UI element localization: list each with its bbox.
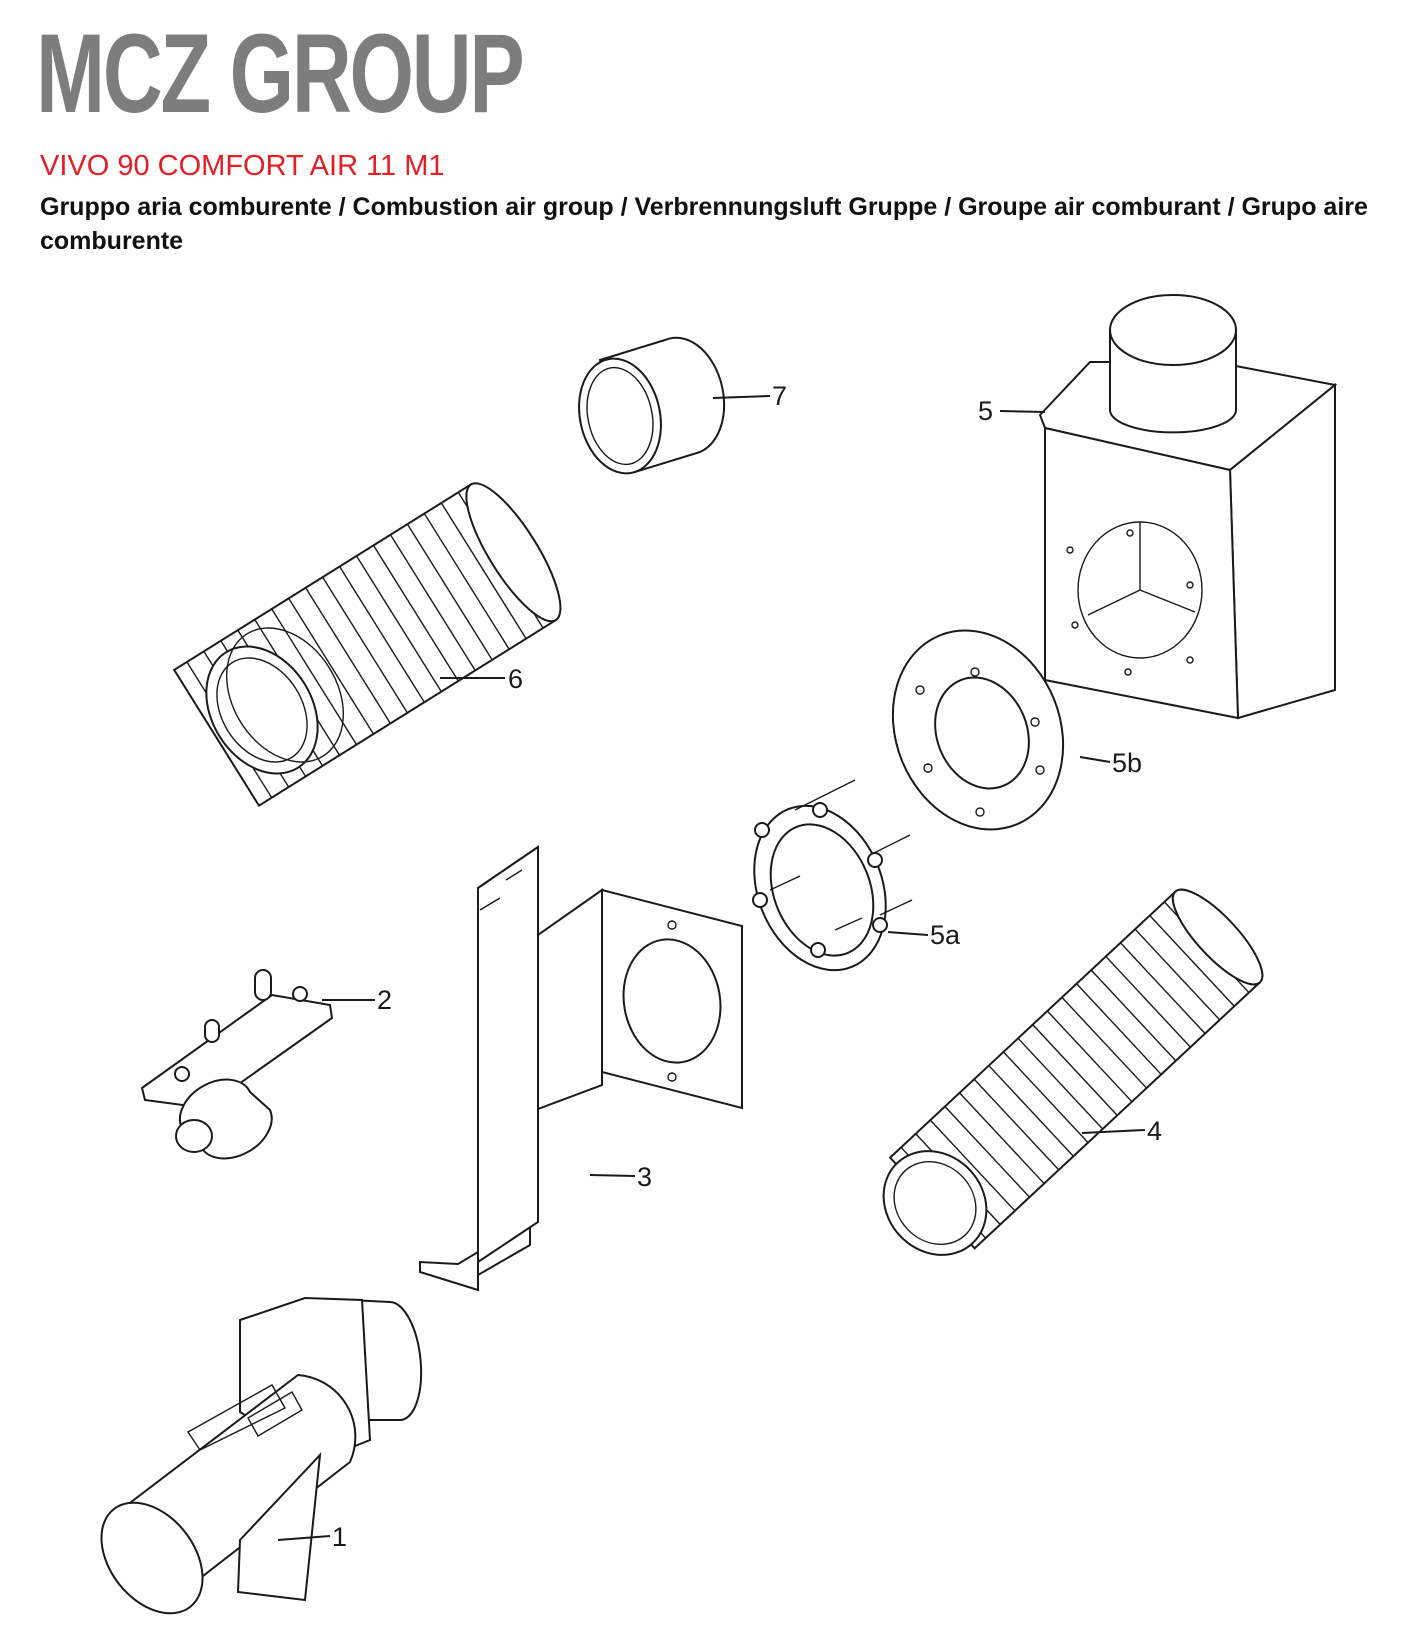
part-5a-stud-ring: 5a [752, 779, 961, 972]
callout-5b: 5b [1112, 748, 1142, 778]
callout-2: 2 [377, 985, 392, 1015]
callout-6: 6 [508, 664, 523, 694]
callout-5: 5 [978, 396, 993, 426]
part-1-air-inlet: 1 [100, 1296, 423, 1615]
part-7-sleeve: 7 [578, 336, 787, 475]
part-4-flex-hose: 4 [882, 888, 1264, 1256]
model-title: VIVO 90 COMFORT AIR 11 M1 [40, 150, 445, 182]
callout-5a: 5a [930, 920, 961, 950]
part-3-bracket: 3 [419, 845, 743, 1292]
part-5-air-box: 5 [978, 294, 1338, 720]
callout-1: 1 [332, 1522, 347, 1552]
callout-4: 4 [1147, 1116, 1162, 1146]
part-6-flex-hose: 6 [172, 482, 562, 807]
callout-3: 3 [637, 1162, 652, 1192]
callout-7: 7 [772, 381, 787, 411]
diagram-subtitle: Gruppo aria comburente / Combustion air … [40, 193, 1368, 255]
part-2-clamp: 2 [140, 969, 392, 1160]
part-5b-gasket: 5b [891, 629, 1142, 831]
brand-logo: MCZ GROUP [36, 11, 525, 136]
